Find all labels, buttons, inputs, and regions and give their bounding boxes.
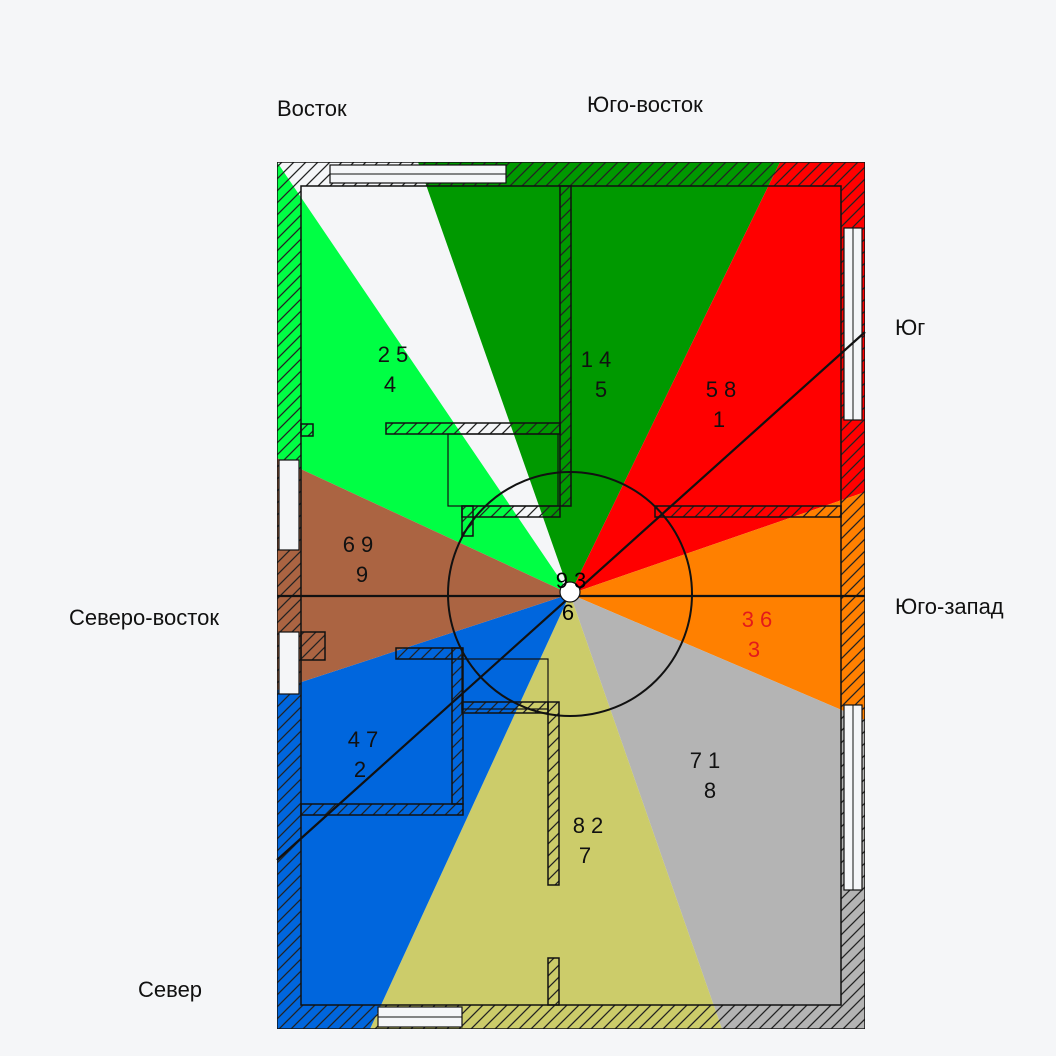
- wall-bump-1: [300, 423, 314, 437]
- sector-6-line1: 8 2: [573, 813, 604, 838]
- sector-5-line2: 8: [704, 778, 716, 803]
- label-northeast: Северо-восток: [69, 605, 219, 630]
- sector-group: [277, 162, 865, 1029]
- center-dot: [559, 581, 581, 603]
- sector-2-line2: 5: [595, 377, 607, 402]
- door-outlines: [447, 433, 559, 710]
- sector-5-line1: 7 1: [690, 748, 721, 773]
- window-lines: [330, 173, 854, 1018]
- sector-3-wedge: [570, 162, 865, 594]
- outer-wall: [277, 162, 865, 1029]
- label-east: Восток: [277, 96, 347, 121]
- sector-6-wedge: [370, 594, 722, 1029]
- partition-left-low: [300, 803, 464, 816]
- compass-circle: [447, 471, 693, 717]
- sector-6-line2: 7: [579, 843, 591, 868]
- sector-7-line1: 4 7: [348, 727, 379, 752]
- center-line1: 9 3: [556, 568, 587, 593]
- sector-3-line2: 1: [713, 407, 725, 432]
- sector-2-wedge: [418, 162, 780, 594]
- walls: [277, 162, 865, 1029]
- partition-right: [654, 505, 842, 518]
- sector-4-line1: 3 6: [742, 607, 773, 632]
- sector-4-wedge: [570, 492, 865, 720]
- sector-5-wedge: [570, 594, 865, 1029]
- window-left-upper: [278, 459, 300, 551]
- sector-2-line1: 1 4: [581, 347, 612, 372]
- partition-bottom: [547, 957, 560, 1006]
- sector-8-line1: 6 9: [343, 532, 374, 557]
- label-southeast: Юго-восток: [587, 92, 703, 117]
- partition-left-v: [451, 647, 464, 805]
- label-south: Юг: [895, 315, 926, 340]
- window-left-lower: [278, 631, 300, 695]
- sector-4-line2: 3: [748, 637, 760, 662]
- sector-3-line1: 5 8: [706, 377, 737, 402]
- wall-bump-2: [300, 631, 326, 661]
- label-southwest: Юго-запад: [895, 594, 1004, 619]
- sector-1-line2: 4: [384, 372, 396, 397]
- partition-left-upper: [385, 422, 561, 435]
- label-north: Север: [138, 977, 203, 1002]
- partition-lower: [547, 701, 560, 886]
- sector-labels: 2 5 4 1 4 5 5 8 1 3 6 3 7 1 8 8 2 7 4 7 …: [343, 342, 773, 868]
- sector-1-wedge: [277, 162, 570, 594]
- center-line2: 6: [562, 600, 574, 625]
- sector-8-line2: 9: [356, 562, 368, 587]
- sector-8-wedge: [277, 458, 570, 690]
- sector-7-line2: 2: [354, 757, 366, 782]
- sector-1-line1: 2 5: [378, 342, 409, 367]
- partition-upper: [559, 185, 572, 507]
